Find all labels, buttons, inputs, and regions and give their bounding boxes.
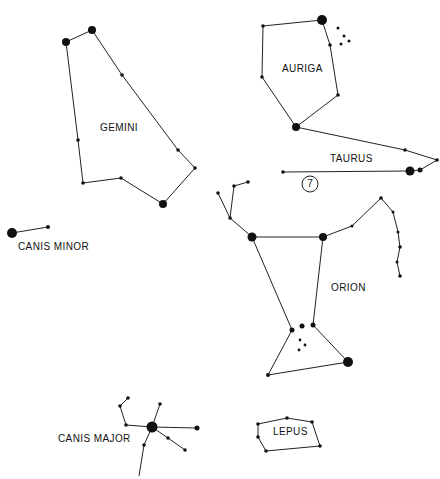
star (403, 148, 407, 152)
star (343, 35, 346, 38)
constellation-line (258, 418, 320, 451)
constellation-line (323, 198, 400, 276)
star (183, 448, 187, 452)
star (337, 27, 340, 30)
star (120, 73, 124, 77)
star (379, 196, 383, 200)
bright-star (7, 228, 17, 238)
star (311, 323, 316, 328)
star (396, 261, 399, 264)
bright-star (248, 233, 257, 242)
star (398, 274, 402, 278)
constellation-line (252, 237, 348, 375)
star (351, 225, 354, 228)
star (281, 170, 285, 174)
star (299, 339, 302, 342)
star (318, 444, 322, 448)
bright-star (88, 26, 96, 34)
bright-star (406, 167, 415, 176)
constellation-name: LEPUS (273, 426, 308, 438)
star (119, 176, 123, 180)
callout-number: 7 (301, 175, 319, 190)
star (256, 435, 260, 439)
bright-star (62, 38, 70, 46)
bright-star (292, 123, 300, 131)
constellation-line (12, 227, 48, 233)
bright-star (343, 357, 353, 367)
star (176, 148, 180, 152)
constellation-line (152, 427, 185, 450)
constellation-line (66, 30, 195, 204)
star (256, 422, 260, 426)
star (298, 349, 301, 352)
constellation-line (230, 182, 248, 218)
star (304, 344, 307, 347)
star (126, 396, 130, 400)
constellation-line (252, 237, 323, 238)
star (300, 324, 305, 329)
bright-star (319, 233, 327, 241)
star (81, 181, 85, 185)
star (228, 216, 232, 220)
star (216, 191, 220, 195)
constellation-name: CANIS MAJOR (58, 433, 131, 445)
star (435, 158, 439, 162)
bright-star (317, 15, 327, 25)
star (397, 231, 400, 234)
star (310, 420, 314, 424)
callout-circle: 7 (301, 175, 319, 193)
star (348, 40, 351, 43)
constellation-line (120, 398, 197, 428)
constellation-line (139, 427, 152, 476)
star (290, 328, 295, 333)
star (328, 43, 332, 47)
constellation-line (283, 127, 437, 172)
constellation-name: AURIGA (282, 63, 323, 75)
star (285, 416, 289, 420)
callout-circle-outline (302, 176, 318, 192)
star (340, 43, 343, 46)
star (336, 93, 340, 97)
star (158, 402, 162, 406)
star (232, 184, 236, 188)
star (246, 180, 250, 184)
star (142, 443, 146, 447)
star (398, 245, 402, 249)
star (46, 225, 50, 229)
star (118, 404, 122, 408)
bright-star (159, 200, 167, 208)
constellation-name: CANIS MINOR (18, 241, 89, 253)
constellation-name: ORION (331, 282, 366, 294)
constellation-name: GEMINI (100, 122, 138, 134)
constellation-line (262, 20, 338, 127)
star (166, 436, 170, 440)
star (124, 423, 128, 427)
star (266, 373, 270, 377)
constellation-name: TAURUS (330, 153, 373, 165)
star (418, 168, 423, 173)
star (193, 166, 197, 170)
star (392, 211, 395, 214)
star (261, 24, 265, 28)
constellation-line (218, 193, 252, 237)
bright-star (147, 422, 158, 433)
star (195, 426, 200, 431)
star (76, 138, 80, 142)
star (260, 75, 264, 79)
star (264, 449, 268, 453)
